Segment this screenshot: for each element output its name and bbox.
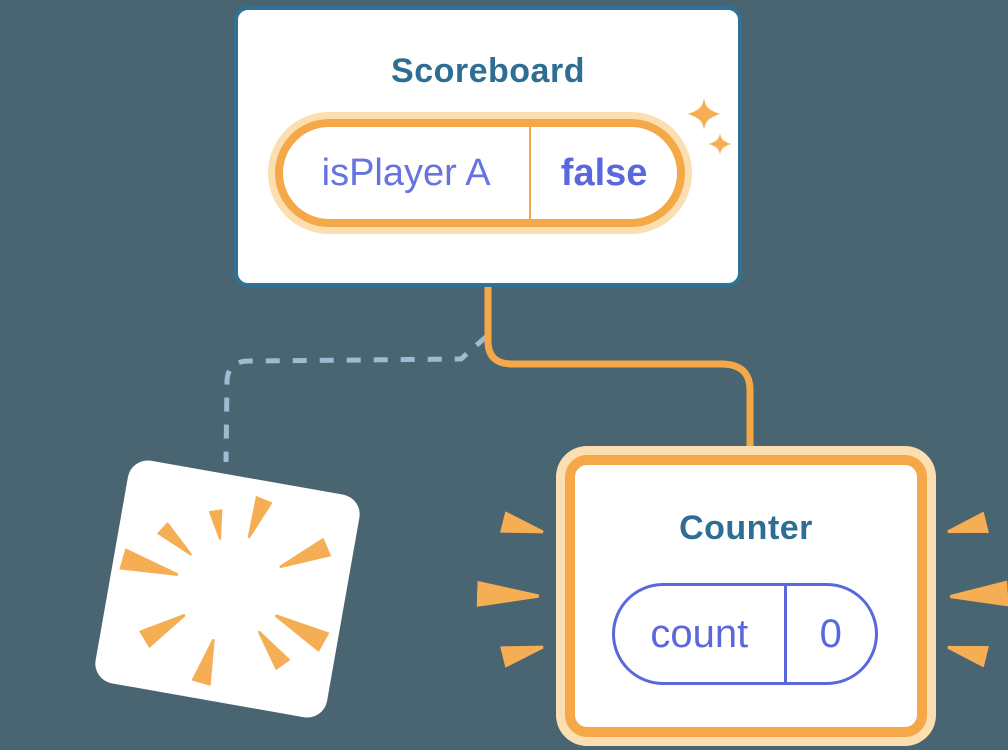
- counter-state-pill: count 0: [612, 583, 878, 685]
- state-value: 0: [819, 611, 842, 656]
- burst-ray: [275, 538, 331, 577]
- emphasis-wedge-icon: [945, 511, 989, 542]
- burst-icon: [131, 457, 362, 498]
- burst-ray: [251, 626, 290, 671]
- emphasis-wedge-icon: [945, 636, 989, 667]
- scoreboard-card: Scoreboard isPlayer A false: [234, 6, 742, 287]
- state-value: false: [560, 151, 648, 194]
- scoreboard-state-pill: isPlayer A false: [275, 119, 685, 227]
- dashed-connector-line: [223, 334, 489, 463]
- scoreboard-state-pill-glow: isPlayer A false: [268, 112, 692, 234]
- sparkle-icon: [688, 96, 720, 132]
- burst-ray: [208, 509, 227, 541]
- state-label: isPlayer A: [283, 127, 532, 219]
- emphasis-wedge-icon: [949, 581, 1008, 610]
- burst-ray: [269, 606, 329, 652]
- orange-connector-line: [484, 287, 754, 452]
- emphasis-wedge-icon: [477, 581, 540, 609]
- state-label: count: [615, 586, 787, 682]
- sparkle-icon: [709, 132, 731, 156]
- destroyed-component-card: [92, 457, 363, 721]
- scoreboard-title: Scoreboard: [391, 52, 585, 90]
- emphasis-wedge-icon: [500, 511, 546, 543]
- counter-card: Counter count 0: [565, 455, 927, 737]
- burst-ray: [191, 636, 223, 686]
- counter-title: Counter: [679, 509, 813, 547]
- burst-ray: [138, 606, 189, 648]
- emphasis-wedge-icon: [500, 636, 546, 668]
- burst-ray: [156, 522, 196, 561]
- burst-ray: [240, 496, 272, 542]
- burst-ray: [119, 548, 181, 585]
